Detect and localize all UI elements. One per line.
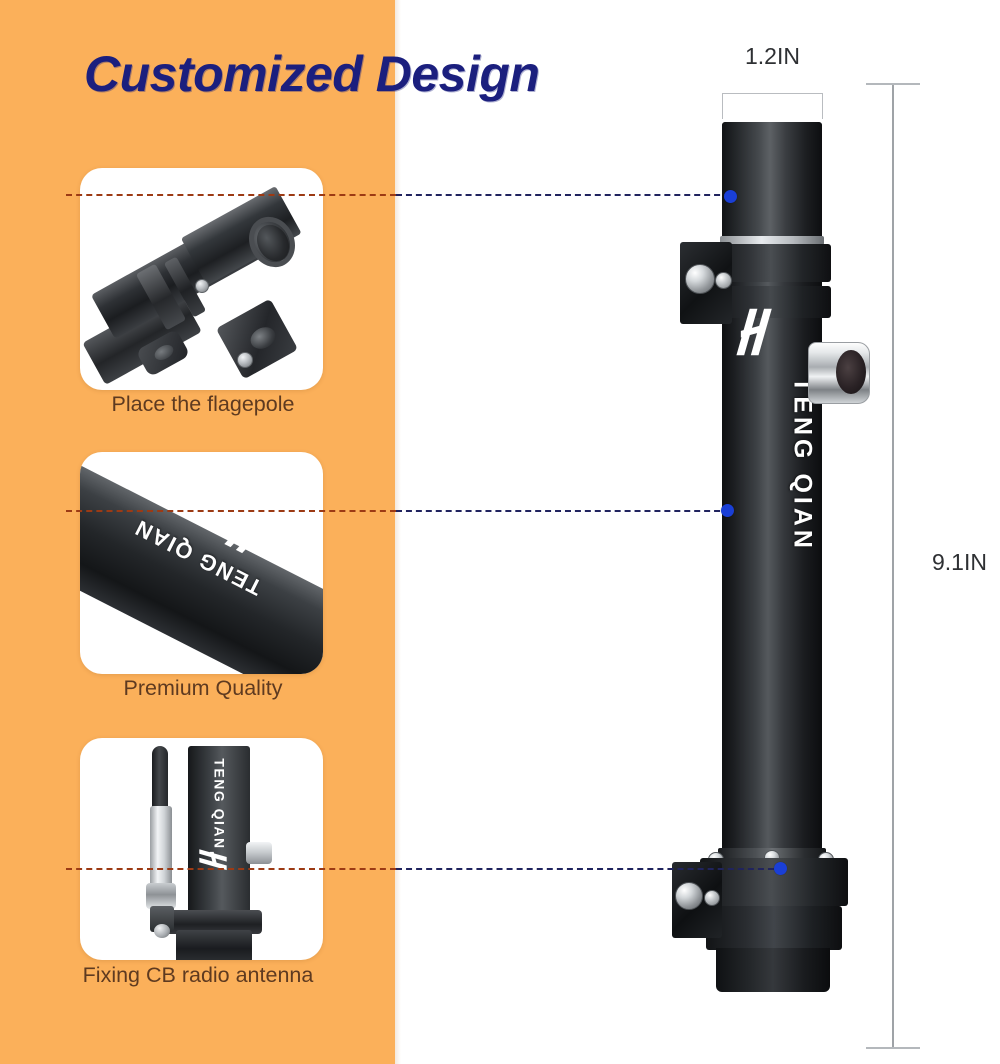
callout-line-2 xyxy=(396,510,730,512)
height-dimension-line xyxy=(892,83,894,1047)
hex-bolt-icon xyxy=(237,352,253,368)
branded-tube-closeup-photo: TENG QIAN xyxy=(80,452,323,674)
height-dimension-label: 9.1IN xyxy=(932,549,987,575)
hex-bolt-icon xyxy=(704,890,720,906)
feature-caption-3: Fixing CB radio antenna xyxy=(82,963,314,987)
width-dimension-tick-left xyxy=(722,93,723,119)
feature-caption-1: Place the flagepole xyxy=(111,392,295,416)
cb-antenna-mounted-photo: TENG QIAN xyxy=(80,738,323,960)
feature-card-1 xyxy=(80,168,323,390)
flagpole-socket-photo xyxy=(80,168,323,390)
teng-qian-logo xyxy=(222,504,277,562)
width-dimension-label: 1.2IN xyxy=(745,43,800,69)
hex-bolt-icon xyxy=(685,264,715,294)
height-dimension-cap-top xyxy=(866,83,920,85)
callout-dot-3 xyxy=(774,862,787,875)
teng-qian-logo xyxy=(198,846,228,872)
callout-line-2-orange-segment xyxy=(66,510,396,512)
callout-dot-2 xyxy=(721,504,734,517)
hex-bolt-icon xyxy=(675,882,703,910)
callout-dot-1 xyxy=(724,190,737,203)
feature-card-3: TENG QIAN xyxy=(80,738,323,960)
teng-qian-logo xyxy=(732,306,774,358)
hex-bolt-icon xyxy=(154,924,170,938)
callout-line-1-orange-segment xyxy=(66,194,396,196)
callout-line-1 xyxy=(396,194,730,196)
hex-bolt-icon xyxy=(195,279,209,293)
width-dimension-line xyxy=(722,93,823,94)
thumb-screw-icon xyxy=(246,842,272,864)
callout-line-3-orange-segment xyxy=(66,868,396,870)
product-photo: TENG QIAN xyxy=(660,110,920,992)
hex-bolt-icon xyxy=(715,272,732,289)
callout-line-3 xyxy=(396,868,784,870)
height-dimension-cap-bottom xyxy=(866,1047,920,1049)
page-title: Customized Design xyxy=(84,46,540,102)
width-dimension-tick-right xyxy=(822,93,823,119)
product-brand-text: TENG QIAN xyxy=(211,758,228,850)
feature-card-2: TENG QIAN xyxy=(80,452,323,674)
feature-caption-2: Premium Quality xyxy=(123,676,283,700)
